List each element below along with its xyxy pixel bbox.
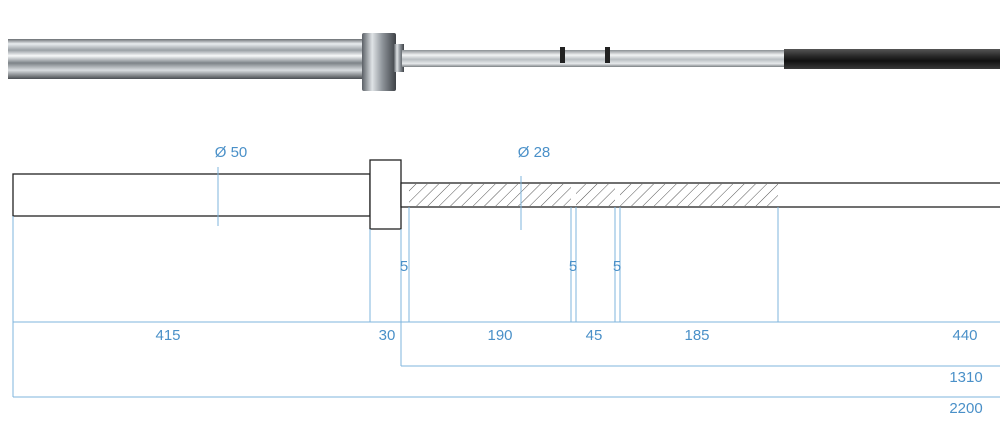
segment-label-sleeve: 415: [155, 327, 180, 344]
photo-sleeve: [8, 39, 364, 79]
photo-knurl-mark-1: [560, 47, 565, 63]
photo-dark-shaft: [784, 49, 1000, 69]
photo-collar: [362, 33, 396, 91]
segment-label-center: 45: [586, 327, 603, 344]
knurl-mark-label-1: 5: [400, 258, 408, 275]
photo-shaft: [402, 50, 786, 67]
overall-total-label: 2200: [949, 400, 982, 417]
knurl-section-3: [620, 184, 778, 206]
shaft-diameter-label: Ø 28: [518, 144, 551, 161]
photo-collar-ring: [394, 44, 404, 72]
outline-collar: [369, 159, 402, 230]
segment-label-knurl-2: 185: [684, 327, 709, 344]
knurl-section-1: [409, 184, 571, 206]
barbell-photo: [8, 33, 1000, 91]
sleeve-diameter-label: Ø 50: [215, 144, 248, 161]
inner-total-label: 1310: [949, 369, 982, 386]
segment-label-end: 440: [952, 327, 977, 344]
knurl-mark-label-3: 5: [613, 258, 621, 275]
segment-label-collar: 30: [379, 327, 396, 344]
knurl-section-2: [576, 184, 615, 206]
barbell-outline: [12, 159, 1000, 230]
photo-knurl-mark-2: [605, 47, 610, 63]
extension-lines: [12, 207, 779, 397]
outline-sleeve: [12, 173, 371, 217]
segment-label-knurl-1: 190: [487, 327, 512, 344]
knurl-mark-label-2: 5: [569, 258, 577, 275]
